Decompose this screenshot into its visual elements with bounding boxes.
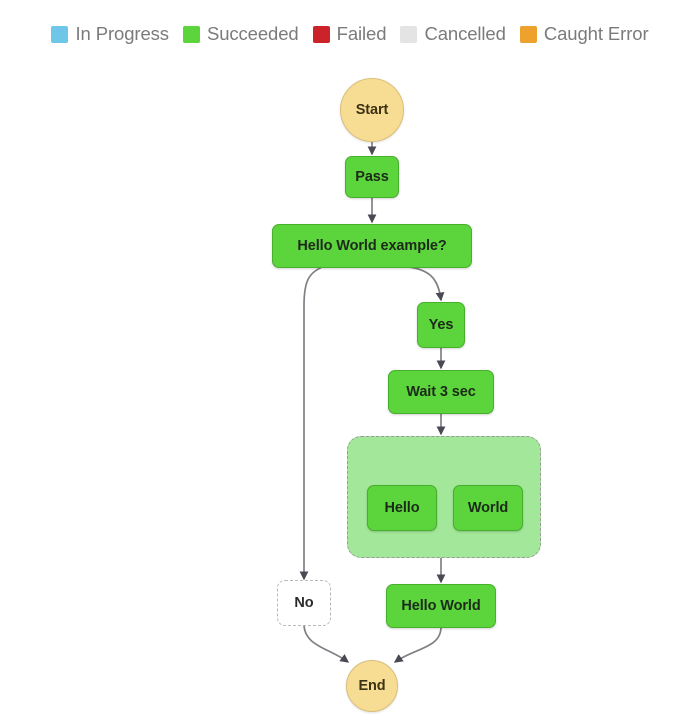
state-node-hello[interactable]: Hello: [367, 485, 437, 531]
status-swatch-failed: [312, 25, 330, 43]
edge-choice-no: [299, 265, 326, 581]
state-node-end[interactable]: End: [346, 660, 398, 712]
status-swatch-cancelled: [400, 25, 418, 43]
legend-item-cancelled: Cancelled: [400, 23, 506, 45]
legend-label-caught-error: Caught Error: [543, 23, 649, 44]
state-node-pass[interactable]: Pass: [345, 156, 399, 198]
state-node-wait[interactable]: Wait 3 sec: [388, 370, 494, 414]
state-node-no[interactable]: No: [277, 580, 331, 626]
legend-label-cancelled: Cancelled: [424, 23, 506, 44]
legend-item-in-progress: In Progress: [51, 23, 169, 45]
status-legend: In Progress Succeeded Failed Cancelled C…: [0, 0, 700, 62]
status-swatch-in-progress: [51, 25, 69, 43]
state-machine-graph: Start Pass Hello World example? Yes Wait…: [0, 56, 700, 722]
legend-label-failed: Failed: [336, 23, 387, 44]
state-node-label: No: [294, 595, 314, 611]
state-node-label: End: [358, 678, 386, 694]
state-node-start[interactable]: Start: [340, 78, 404, 142]
state-node-label: Yes: [428, 317, 454, 333]
state-node-world[interactable]: World: [453, 485, 523, 531]
edge-no-end: [303, 623, 350, 663]
state-node-label: Start: [355, 102, 389, 118]
state-node-choice[interactable]: Hello World example?: [272, 224, 472, 268]
legend-label-in-progress: In Progress: [75, 23, 169, 44]
status-swatch-caught-error: [519, 25, 537, 43]
state-node-parallel-group[interactable]: Hello World: [347, 436, 541, 558]
state-node-label: Pass: [355, 169, 389, 185]
state-node-label: Wait 3 sec: [406, 384, 476, 400]
state-node-hello-world[interactable]: Hello World: [386, 584, 496, 628]
legend-item-failed: Failed: [312, 23, 387, 45]
edge-helloworld-end: [393, 626, 442, 663]
legend-item-succeeded: Succeeded: [182, 23, 299, 45]
state-node-label: World: [467, 500, 509, 516]
legend-item-caught-error: Caught Error: [519, 23, 649, 45]
state-node-label: Hello World: [401, 598, 481, 614]
state-node-yes[interactable]: Yes: [417, 302, 465, 348]
legend-label-succeeded: Succeeded: [206, 23, 299, 44]
state-node-label: Hello: [384, 500, 420, 516]
status-swatch-succeeded: [182, 25, 200, 43]
state-node-label: Hello World example?: [297, 238, 447, 254]
edge-choice-yes: [399, 265, 445, 302]
